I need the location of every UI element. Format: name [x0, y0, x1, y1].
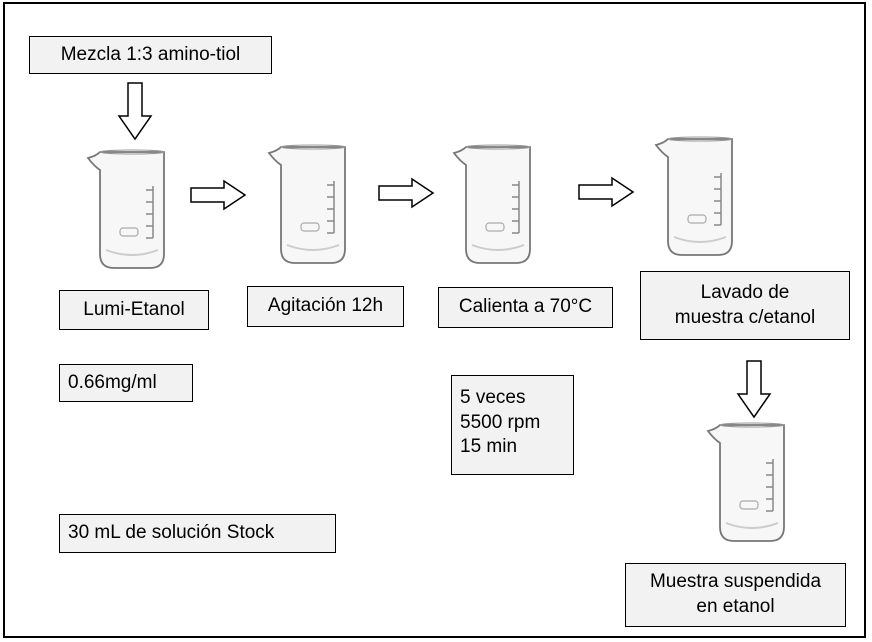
heating-box: Calienta a 70°C: [438, 287, 613, 328]
right-arrow-icon: [378, 177, 435, 209]
wash-box: Lavado de muestra c/etanol: [640, 271, 850, 340]
down-arrow-icon: [117, 82, 153, 141]
beaker-icon: [86, 149, 165, 269]
beaker-icon: [452, 144, 531, 264]
stock-solution-box: 30 mL de solución Stock: [59, 514, 336, 553]
lumi-ethanol-box: Lumi-Etanol: [59, 290, 209, 330]
mixture-box: Mezcla 1:3 amino-tiol: [29, 36, 272, 74]
final-suspension-box: Muestra suspendida en etanol: [625, 563, 846, 627]
agitation-box: Agitación 12h: [247, 286, 404, 327]
right-arrow-icon: [190, 179, 247, 211]
diagram-frame: [3, 2, 866, 638]
concentration-box: 0.66mg/ml: [59, 364, 193, 402]
right-arrow-icon: [578, 176, 635, 208]
down-arrow-icon: [736, 360, 772, 419]
beaker-icon: [267, 144, 346, 264]
beaker-icon: [706, 422, 785, 542]
beaker-icon: [654, 136, 733, 256]
centrifuge-cycles-box: 5 veces 5500 rpm 15 min: [451, 375, 574, 475]
